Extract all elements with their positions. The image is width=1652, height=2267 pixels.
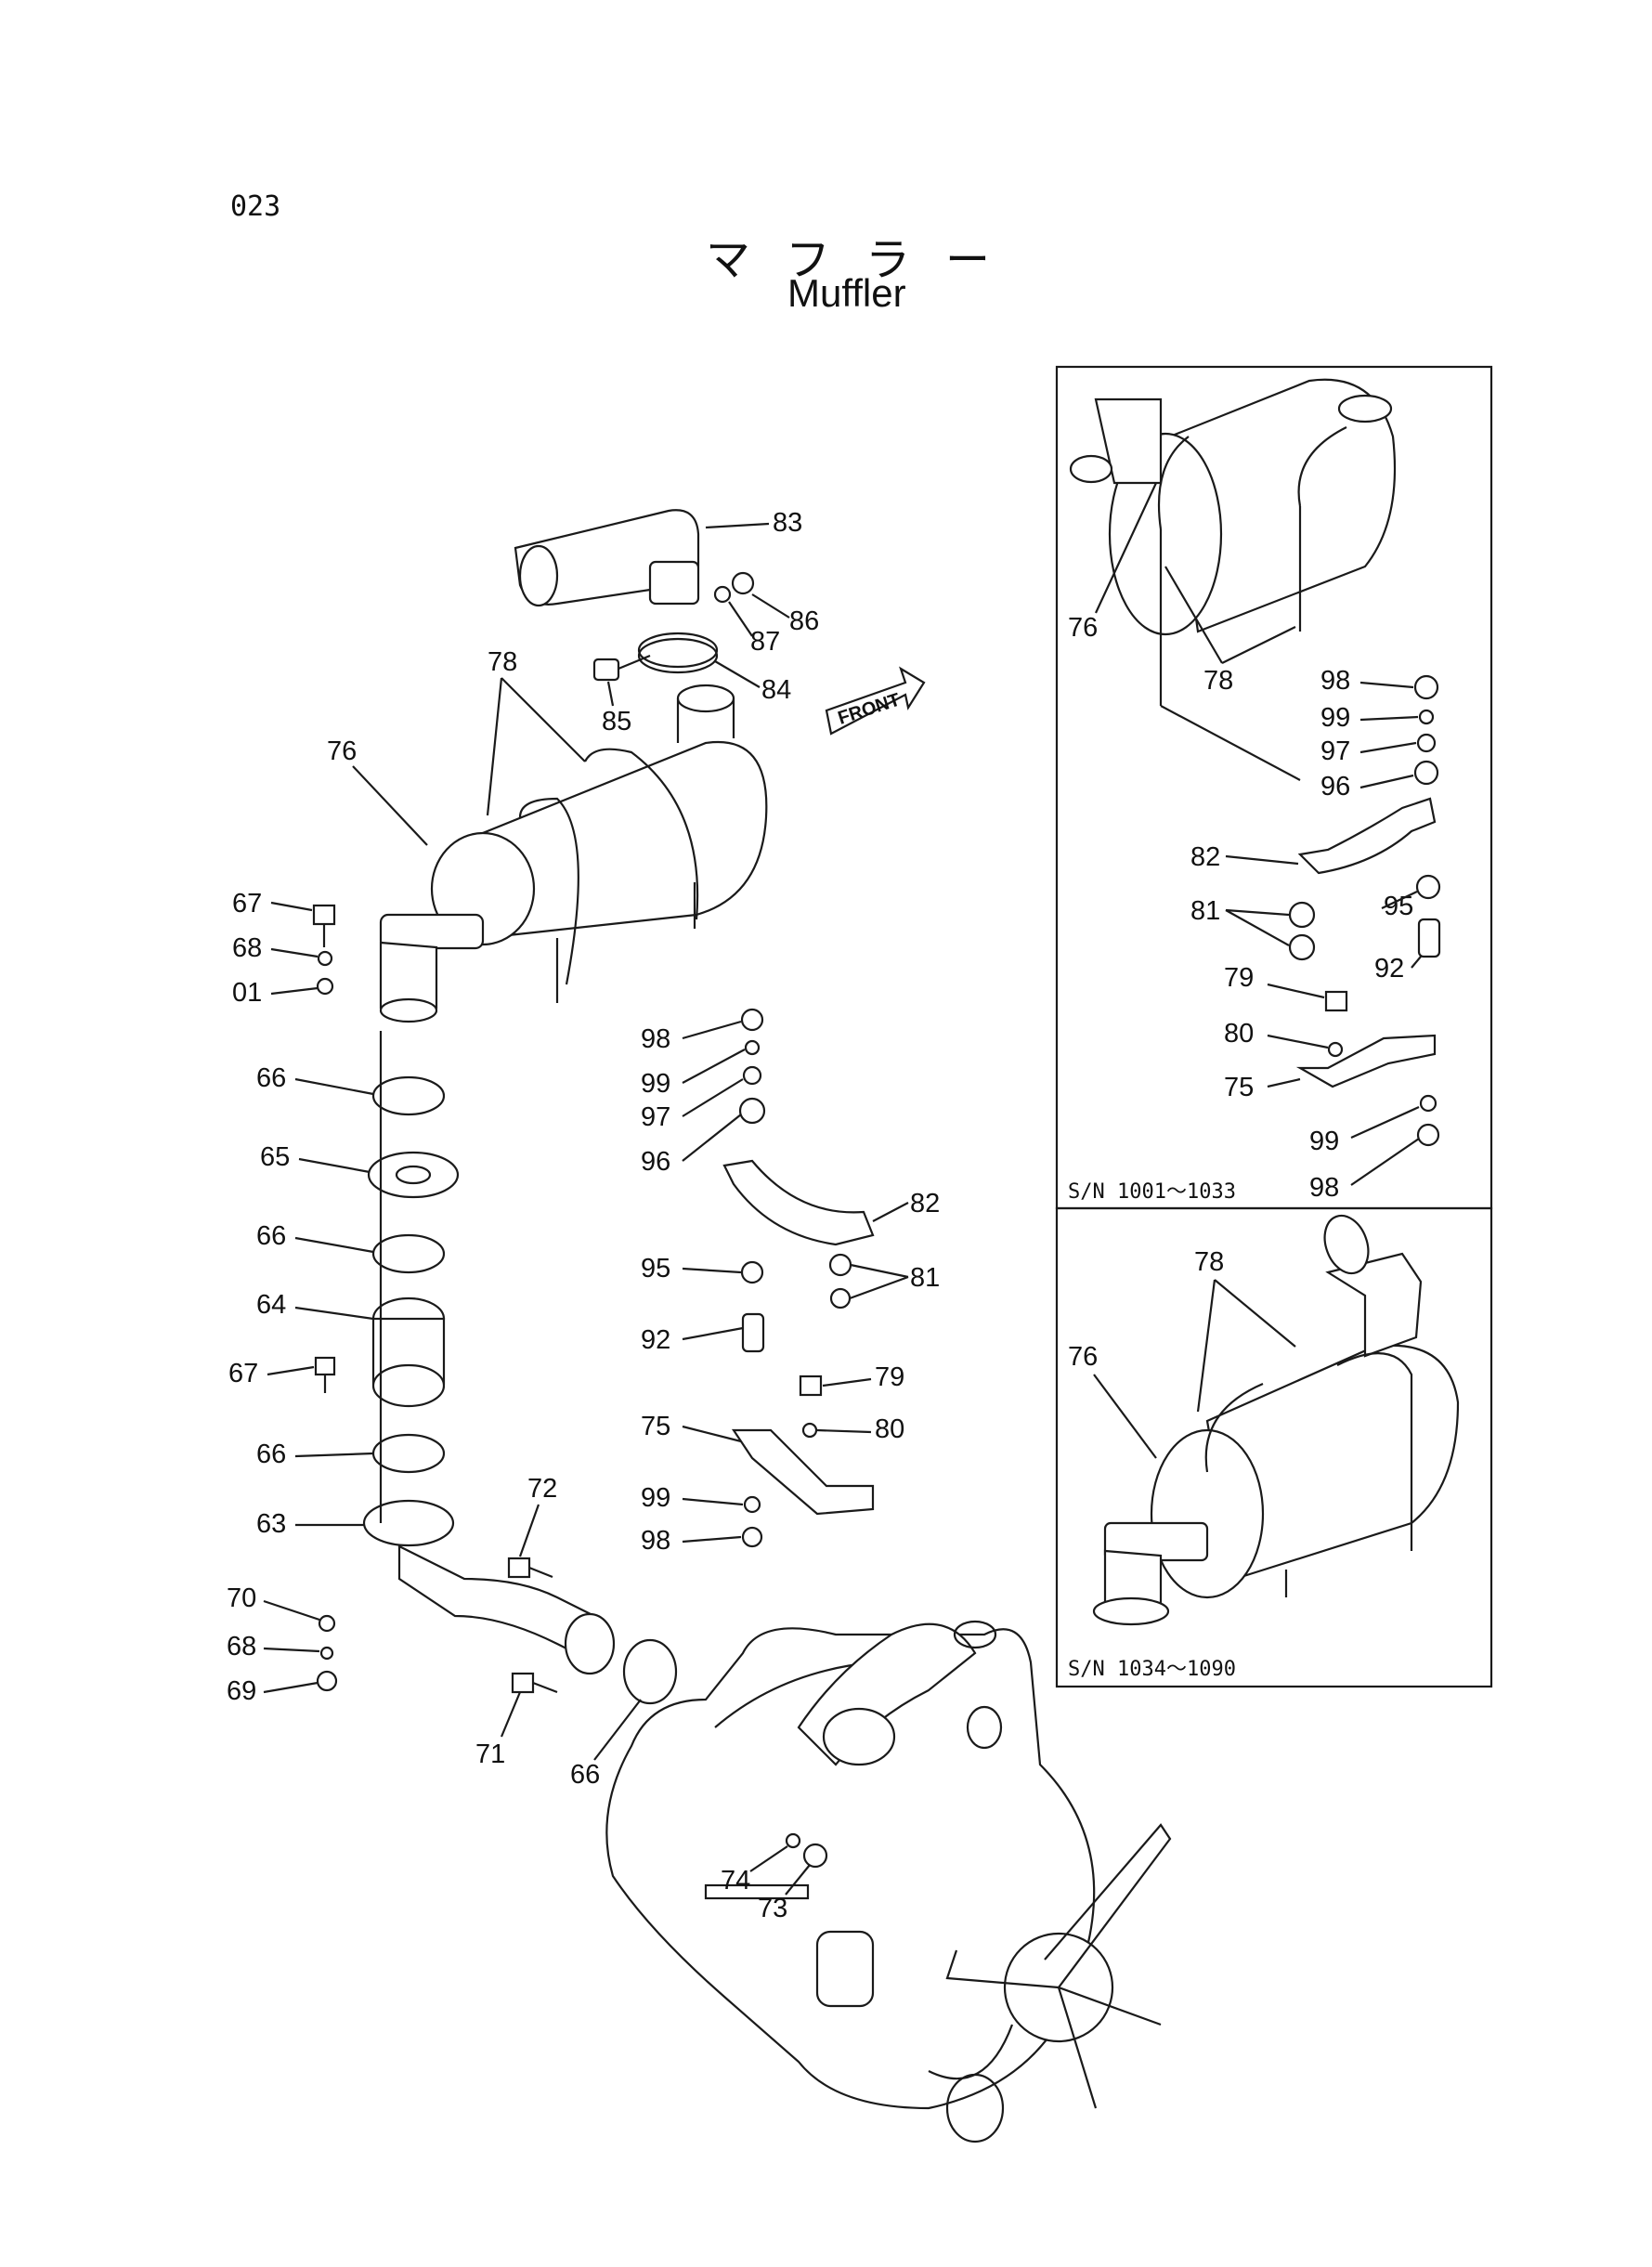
callout: 81 (1190, 896, 1220, 926)
callout: 01 (232, 978, 262, 1008)
part-bolt-71 (511, 1672, 535, 1694)
serial-range-top: S/N 1001～1033 (1068, 1180, 1236, 1204)
callout: 84 (761, 675, 791, 705)
serial-range-bottom: S/N 1034～1090 (1068, 1658, 1236, 1681)
callout: 98 (1320, 666, 1350, 696)
part-clamp (637, 632, 719, 669)
inset-top-muffler (1069, 378, 1441, 1147)
callout: 73 (758, 1894, 787, 1923)
callout: 68 (227, 1632, 256, 1661)
callout: 74 (721, 1866, 750, 1896)
part-bolt-67b (314, 1356, 336, 1376)
callout: 85 (602, 707, 631, 736)
part-bolt-72 (507, 1557, 531, 1579)
part-washer-87 (713, 585, 732, 604)
callout: 99 (1320, 703, 1350, 733)
callout: 67 (232, 889, 262, 919)
callout: 87 (750, 627, 780, 657)
part-nut-86 (731, 571, 755, 595)
callout: 79 (1224, 963, 1254, 993)
callout: 98 (641, 1526, 670, 1556)
callout: 78 (488, 647, 517, 677)
callout: 99 (641, 1069, 670, 1099)
callout: 75 (1224, 1073, 1254, 1102)
callout: 92 (1374, 954, 1404, 984)
callout: 80 (875, 1414, 904, 1444)
callout: 72 (527, 1474, 557, 1504)
callout: 99 (1309, 1127, 1339, 1156)
callout: 80 (1224, 1019, 1254, 1049)
inset-top-callouts: 76 78 98 99 97 96 82 95 81 92 79 80 75 9… (1068, 482, 1422, 1203)
part-bracket-group (722, 1008, 875, 1548)
part-washer-01 (316, 977, 334, 996)
callout: 65 (260, 1142, 290, 1172)
inset-bottom-muffler (1092, 1214, 1460, 1626)
callout: 66 (256, 1221, 286, 1251)
callout: 95 (641, 1254, 670, 1283)
callout: 66 (256, 1063, 286, 1093)
callout: 75 (641, 1412, 670, 1441)
callout: 78 (1203, 666, 1233, 696)
callout: 98 (641, 1024, 670, 1054)
callout: 79 (875, 1362, 904, 1392)
callout: 92 (641, 1325, 670, 1355)
callout: 66 (256, 1440, 286, 1469)
callout: 63 (256, 1509, 286, 1539)
callout: 70 (227, 1583, 256, 1613)
part-tail-pipe (514, 509, 700, 607)
callout: 98 (1309, 1173, 1339, 1203)
part-bolt-85 (592, 654, 651, 682)
callout: 76 (1068, 1342, 1098, 1372)
callout: 96 (641, 1147, 670, 1177)
page-number: 023 (230, 190, 281, 223)
part-flange-stack (362, 1031, 460, 1547)
part-washer-68a (317, 950, 333, 967)
callout: 69 (227, 1676, 256, 1706)
callout: 81 (910, 1263, 940, 1293)
inset-bottom-callouts: 78 76 (1068, 1247, 1296, 1459)
callout: 64 (256, 1290, 286, 1320)
part-nut-69 (316, 1670, 338, 1692)
callout: 66 (570, 1760, 600, 1790)
callout: 76 (327, 736, 357, 766)
callout: 71 (475, 1739, 505, 1769)
callout: 97 (1320, 736, 1350, 766)
main-callouts: 83 86 87 84 85 78 76 67 68 01 66 65 66 6… (227, 508, 940, 1923)
title-japanese: マフラー (706, 234, 1026, 286)
engine-outline (605, 1620, 1172, 2143)
callout: 83 (773, 508, 802, 538)
callout: 82 (910, 1189, 940, 1218)
callout: 82 (1190, 842, 1220, 872)
part-washer-68b (319, 1646, 334, 1661)
callout: 99 (641, 1483, 670, 1513)
part-bolt-67a (312, 904, 336, 926)
callout: 78 (1194, 1247, 1224, 1277)
title-english: Muffler (787, 271, 906, 315)
callout: 96 (1320, 772, 1350, 801)
callout: 86 (789, 606, 819, 636)
callout: 68 (232, 933, 262, 963)
callout: 67 (228, 1359, 258, 1388)
callout: 97 (641, 1102, 670, 1132)
inset-bottom-frame (1055, 1206, 1493, 1688)
callout: 76 (1068, 613, 1098, 643)
part-muffler-body (379, 684, 768, 1023)
front-arrow-icon: FRONT (825, 666, 926, 736)
part-washer-70 (318, 1614, 336, 1633)
